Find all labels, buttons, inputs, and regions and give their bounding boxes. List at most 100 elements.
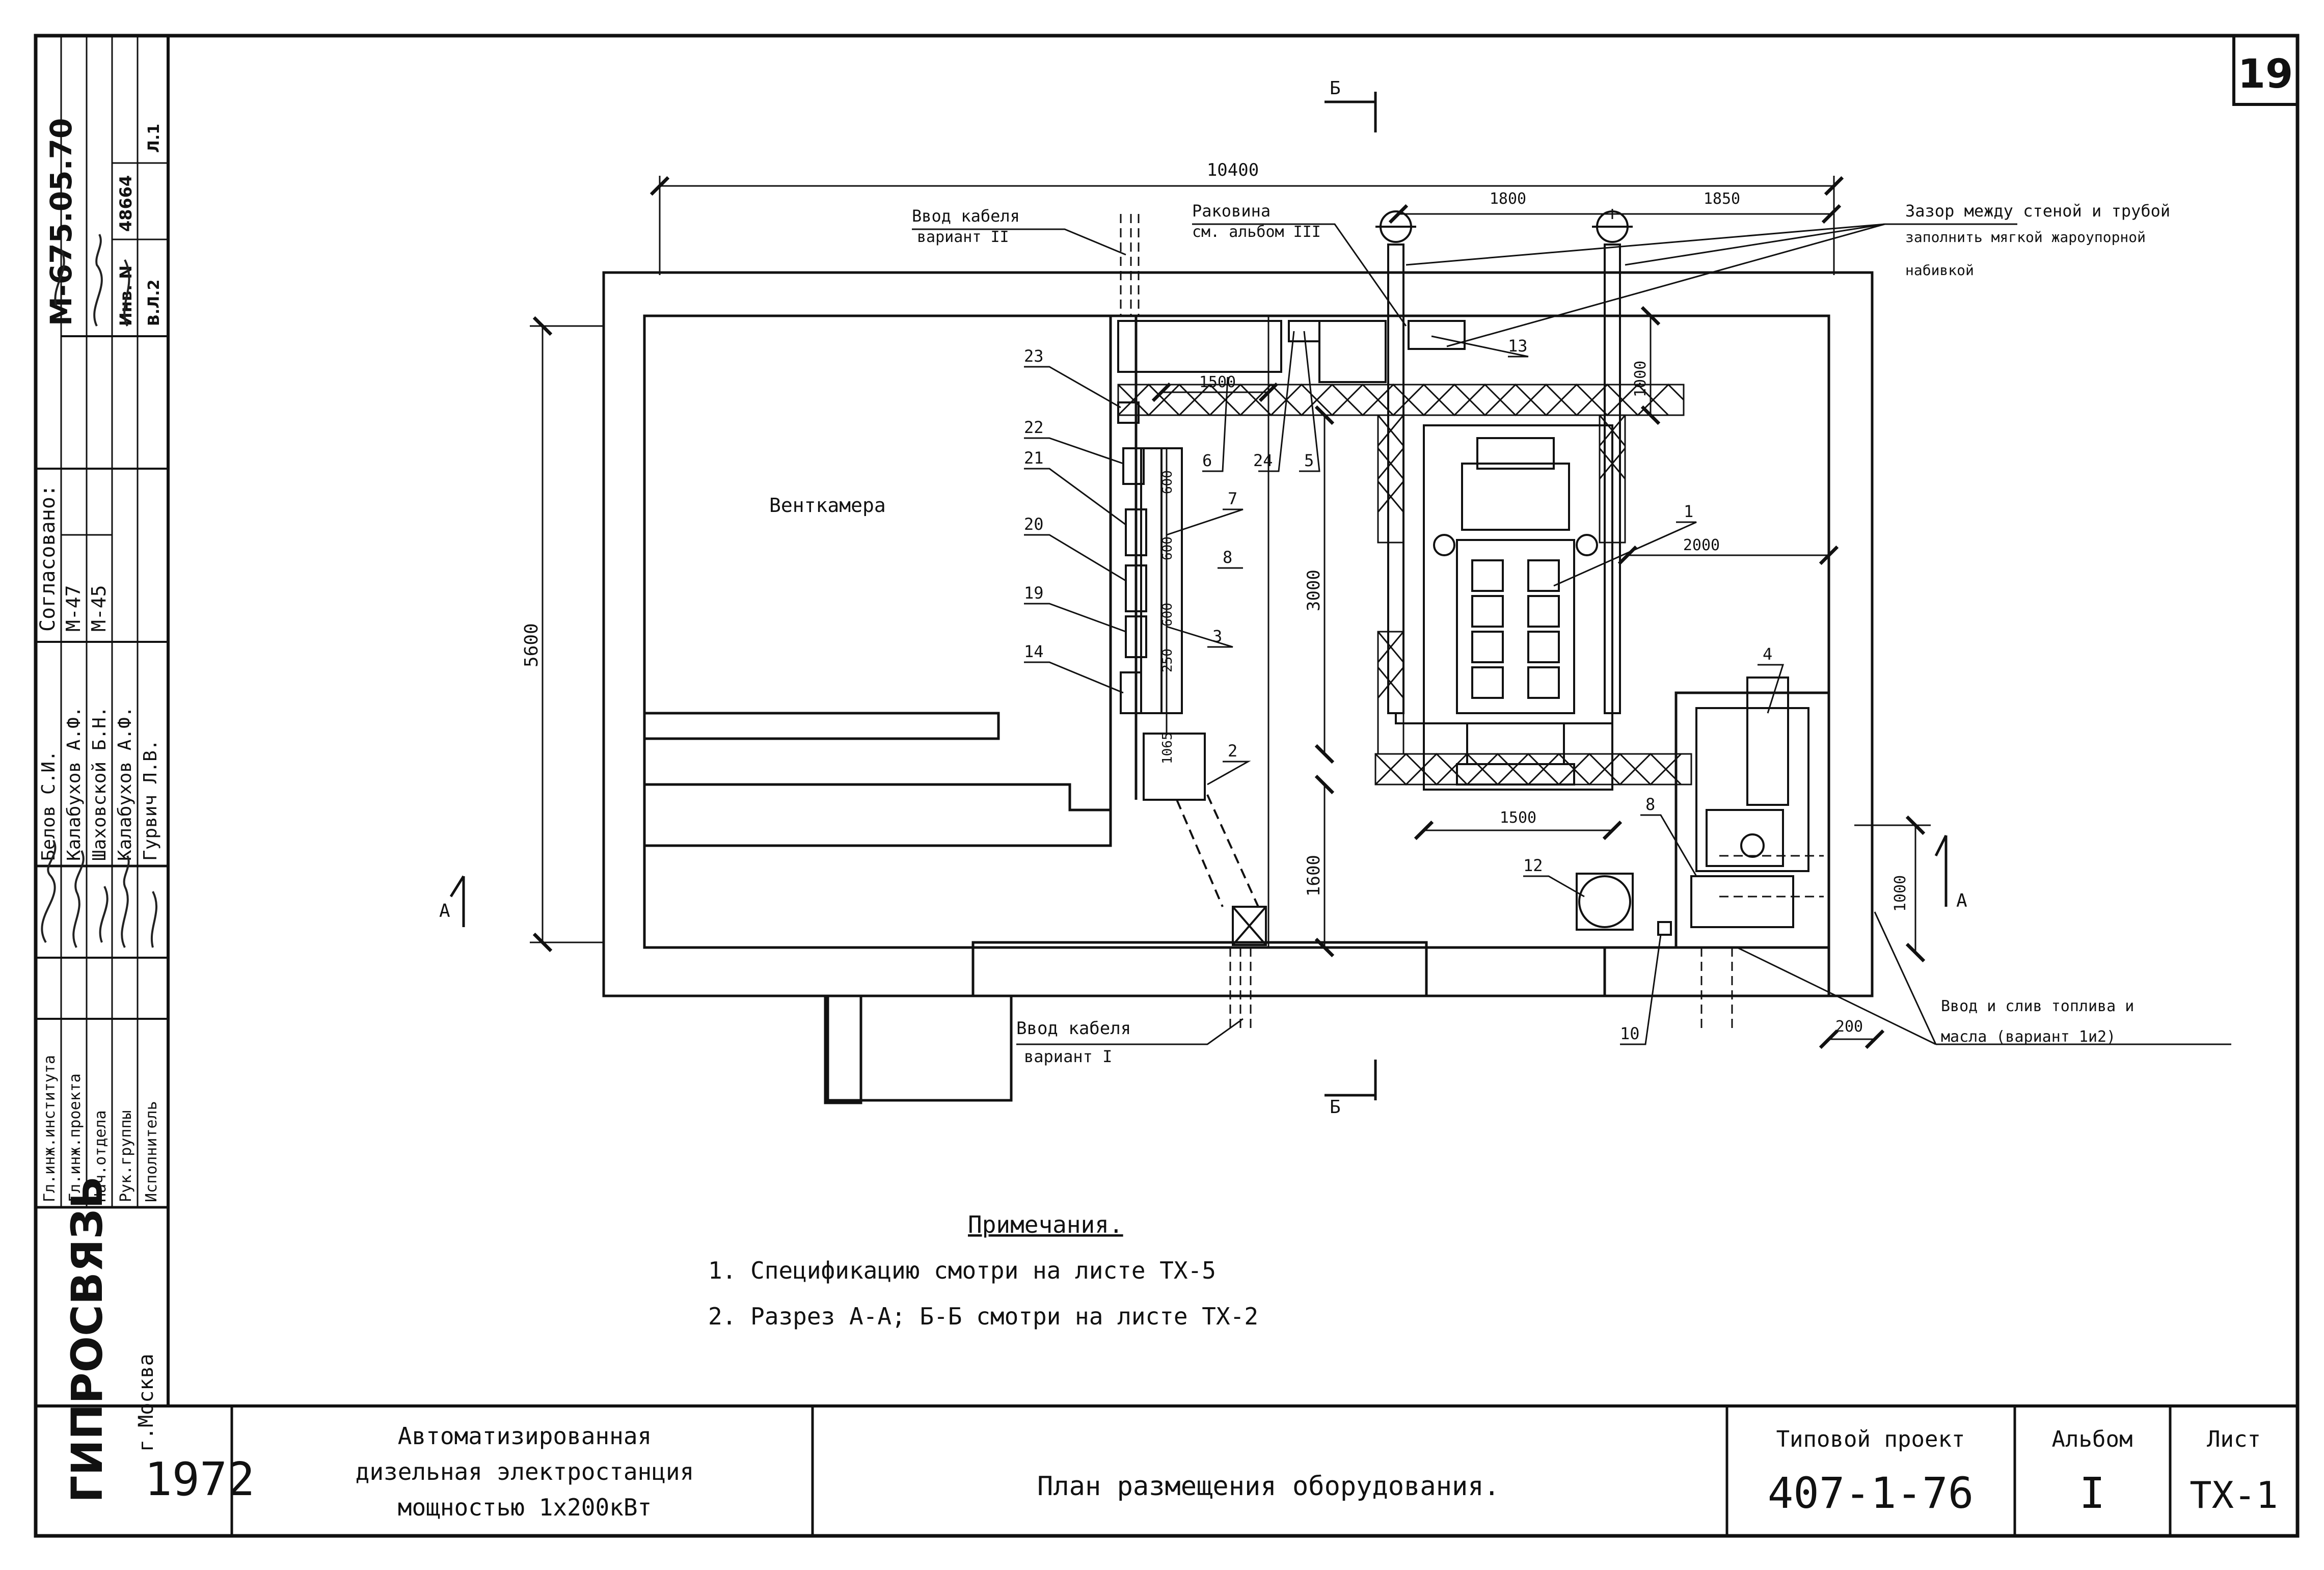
dim-10400: 10400 <box>1207 160 1259 180</box>
project-code: М-675.05.70 <box>44 118 78 326</box>
signatures <box>41 234 158 948</box>
sheet-frame <box>34 34 2300 1538</box>
role-2: Гл.инж.проекта <box>66 1073 84 1202</box>
room-label-ventchamber: Венткамера <box>769 494 886 517</box>
diesel-generator <box>1423 424 1613 791</box>
section-marks <box>449 92 1948 1100</box>
callout-cable1-line2: вариант I <box>1024 1047 1112 1066</box>
fuel-equipment <box>1576 676 1809 936</box>
name-1: Белов С.И. <box>38 750 59 861</box>
position-8: 8 <box>1645 795 1655 814</box>
position-4: 4 <box>1763 644 1772 664</box>
object-line-1: Автоматизированная <box>398 1422 652 1450</box>
object-line-2: дизельная электростанция <box>356 1458 694 1485</box>
position-2: 2 <box>1228 741 1237 761</box>
sheet-title: План размещения оборудования. <box>1037 1471 1500 1502</box>
organization: ГИПРОСВЯЗЬ <box>62 1176 112 1503</box>
callout-cable2-line1: Ввод кабеля <box>912 206 1020 226</box>
position-24: 24 <box>1253 451 1273 470</box>
dim-1800: 1800 <box>1490 190 1526 208</box>
agreed-code-2: М-45 <box>88 585 110 632</box>
note-2: 2. Разрез А-А; Б-Б смотри на листе ТХ-2 <box>708 1303 1258 1330</box>
callout-fuel-line2: масла (вариант 1и2) <box>1941 1028 2116 1046</box>
role-1: Гл.инж.института <box>41 1055 59 1202</box>
callout-gap-line3: набивкой <box>1905 262 1974 279</box>
callout-cable2-line2: вариант II <box>917 228 1009 246</box>
position-3: 3 <box>1212 627 1222 646</box>
project-number: 407-1-76 <box>1768 1468 1974 1518</box>
position-12: 12 <box>1523 856 1543 875</box>
dim-1850: 1850 <box>1704 190 1740 208</box>
role-4: Рук.группы <box>117 1110 135 1202</box>
position-22: 22 <box>1024 418 1044 437</box>
dim-2000: 2000 <box>1683 536 1720 554</box>
position-8-arrow: 8 <box>1223 548 1232 567</box>
position-13: 13 <box>1508 336 1528 356</box>
dimension-lines <box>530 176 1931 1049</box>
dim-1600: 1600 <box>1304 855 1324 897</box>
position-7: 7 <box>1228 489 1237 508</box>
exhaust-pipes <box>1375 210 1633 724</box>
position-1: 1 <box>1684 502 1693 521</box>
inv-number: 48664 <box>116 175 136 232</box>
left-stamp <box>36 36 168 1209</box>
project-label: Типовой проект <box>1776 1426 1965 1452</box>
section-mark-a-right: А <box>1956 890 1967 911</box>
callout-gap-line2: заполнить мягкой жароупорной <box>1905 229 2146 246</box>
dim-1065: 1065 <box>1160 732 1175 764</box>
dim-600-c: 600 <box>1160 603 1175 627</box>
volume-ref: В.Л.2 <box>145 280 163 326</box>
title-block <box>230 1406 2172 1536</box>
callout-cable1-line1: Ввод кабеля <box>1016 1018 1131 1039</box>
position-leaders <box>1024 331 1785 1045</box>
position-19: 19 <box>1024 583 1044 603</box>
position-14: 14 <box>1024 642 1044 661</box>
sheet-ref: Л.1 <box>145 124 163 153</box>
ventchamber-wall <box>644 316 1112 847</box>
year: 1972 <box>145 1453 255 1506</box>
album-value: I <box>2079 1468 2105 1518</box>
dim-1000-right: 1000 <box>1632 361 1650 397</box>
dim-250: 250 <box>1160 648 1175 672</box>
sheet-label: Лист <box>2207 1426 2261 1452</box>
dim-5600: 5600 <box>521 623 542 667</box>
role-3: Нач.отдела <box>92 1110 110 1202</box>
dim-1000-fuel: 1000 <box>1891 875 1909 912</box>
position-5: 5 <box>1304 451 1314 470</box>
dim-200: 200 <box>1835 1018 1863 1036</box>
section-mark-b-top: Б <box>1330 78 1341 99</box>
agreed-label: Согласовано: <box>36 484 60 632</box>
position-6: 6 <box>1202 451 1212 470</box>
annex <box>824 996 862 1103</box>
name-2: Калабухов А.Ф. <box>64 707 85 861</box>
section-mark-a-left: А <box>439 901 450 922</box>
name-5: Гурвич Л.В. <box>140 740 161 861</box>
position-21: 21 <box>1024 448 1044 468</box>
role-5: Исполнитель <box>143 1101 160 1202</box>
callout-leaders <box>912 223 2231 1045</box>
sheet-number: 19 <box>2238 51 2293 97</box>
dim-1500-top: 1500 <box>1199 373 1236 391</box>
sheet-value: ТХ-1 <box>2190 1474 2278 1517</box>
sheet-number-box: 19 <box>2232 34 2299 106</box>
city: г.Москва <box>134 1354 158 1452</box>
callout-sink-line1: Раковина <box>1192 201 1271 221</box>
floor-plan <box>602 271 1874 1104</box>
dim-600-b: 600 <box>1160 536 1175 560</box>
control-panels <box>1117 320 1466 946</box>
notes-title: Примечания. <box>968 1211 1123 1238</box>
name-3: Шаховской Б.Н. <box>89 707 110 861</box>
callout-fuel-line1: Ввод и слив топлива и <box>1941 997 2134 1015</box>
dim-1500-bottom: 1500 <box>1500 809 1536 827</box>
position-10: 10 <box>1620 1024 1640 1043</box>
object-line-3: мощностью 1x200кВт <box>398 1494 652 1521</box>
callout-gap-line1: Зазор между стеной и трубой <box>1905 201 2170 221</box>
dim-600-a: 600 <box>1160 470 1175 494</box>
name-4: Калабухов А.Ф. <box>115 707 136 861</box>
agreed-code-1: М-47 <box>62 585 85 632</box>
cable-entries <box>1120 214 1824 1029</box>
callout-sink-line2: см. альбом III <box>1192 223 1321 241</box>
note-1: 1. Спецификацию смотри на листе ТХ-5 <box>708 1257 1216 1284</box>
album-label: Альбом <box>2052 1426 2133 1452</box>
